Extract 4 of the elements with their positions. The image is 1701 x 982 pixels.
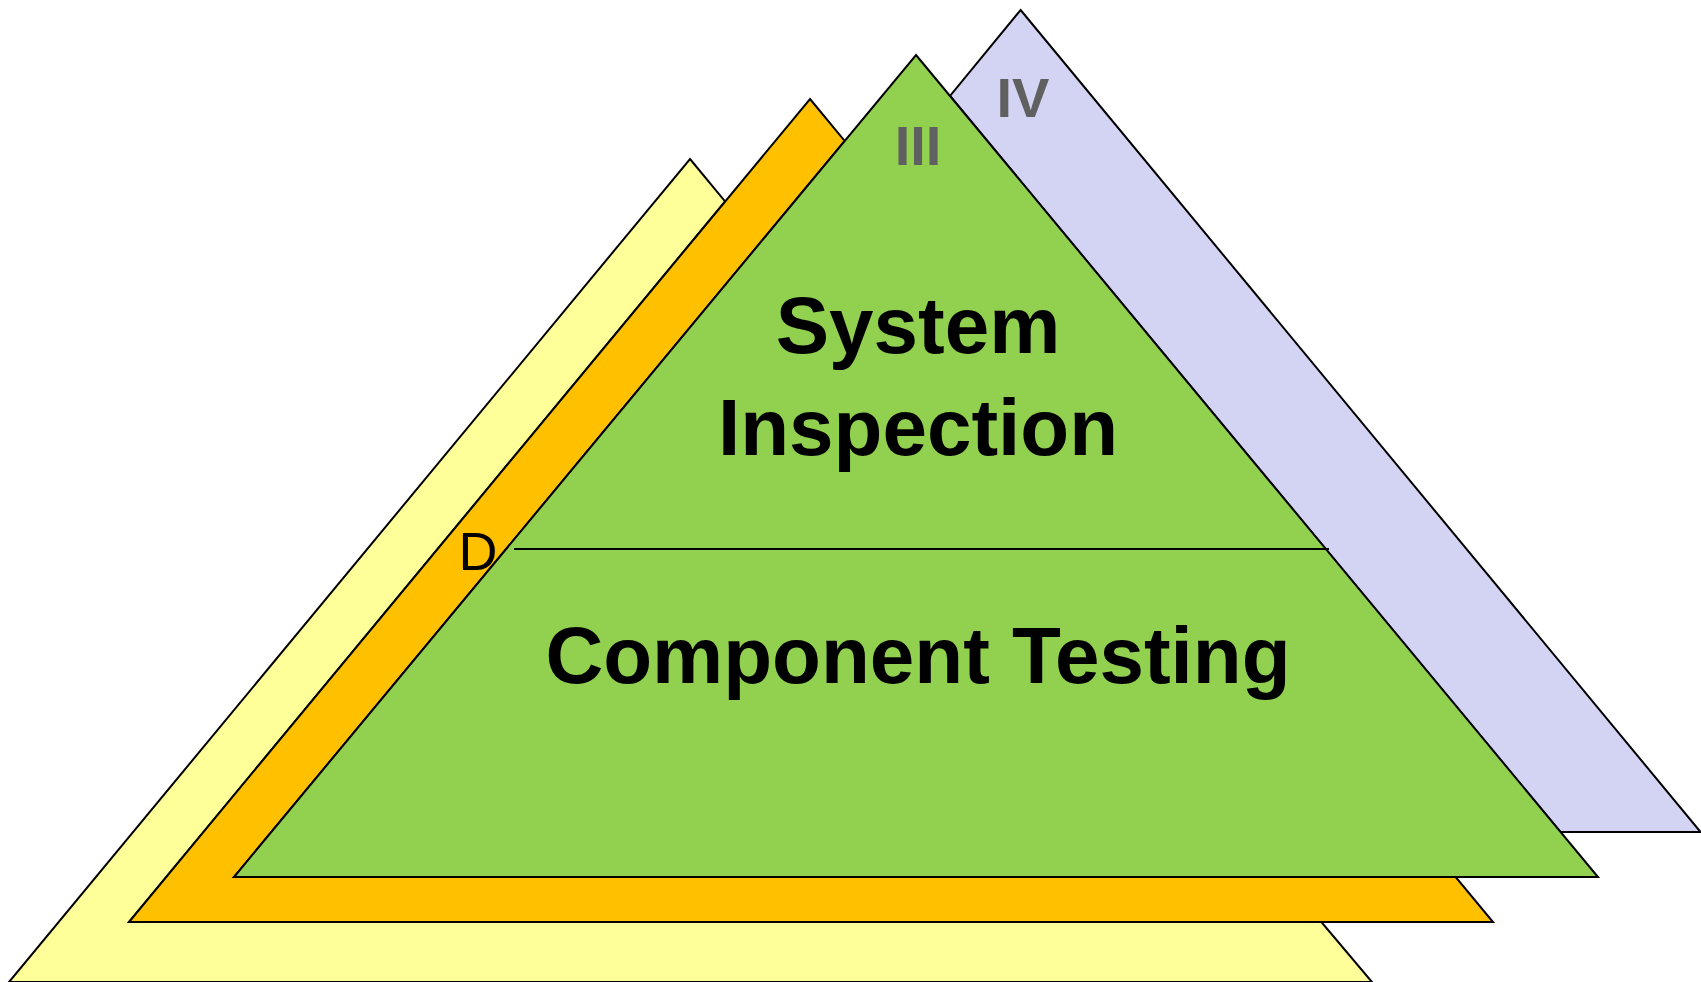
roman-numeral: III [894, 118, 942, 174]
layer-letter: D [458, 524, 498, 578]
roman-numeral: IV [996, 70, 1050, 126]
section-label: System Inspection [716, 279, 1119, 474]
